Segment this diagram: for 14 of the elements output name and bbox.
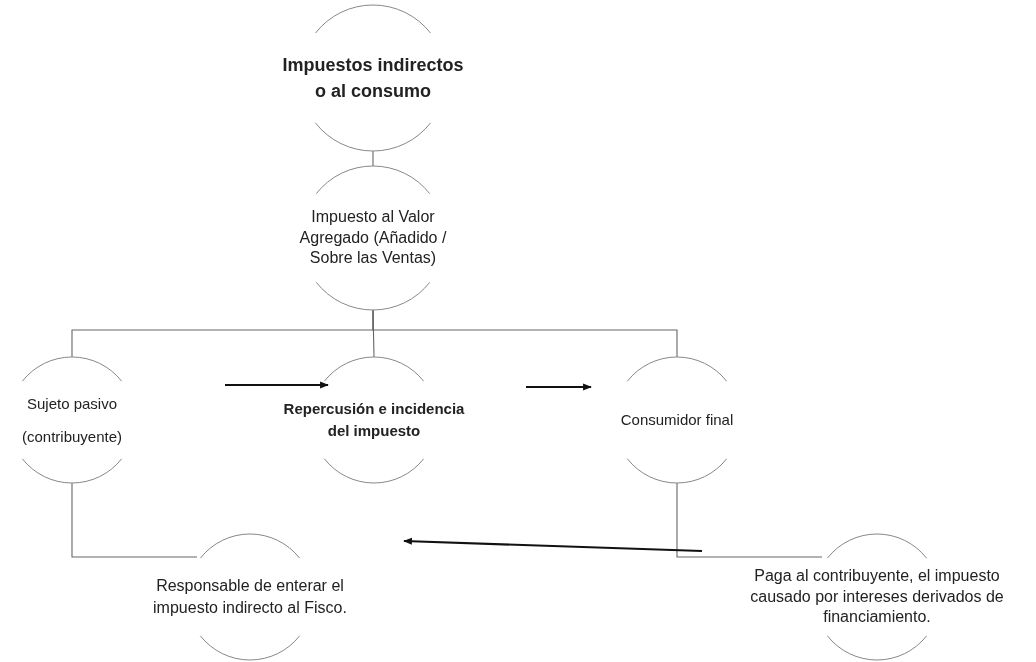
arrow — [403, 537, 703, 553]
node-text: Consumidor final — [620, 410, 734, 430]
connector-line — [372, 150, 374, 167]
connector-line — [676, 482, 823, 558]
connector-line — [372, 309, 678, 358]
node-text: Impuesto al Valor Agregado (Añadido / Sobre las Ventas) — [298, 206, 448, 269]
node-text: Impuestos indirectos o al consumo — [281, 53, 465, 103]
arrow — [526, 383, 592, 391]
node-text: Repercusión e incidencia del impuesto — [282, 398, 466, 441]
node-text: Responsable de enterar el impuesto indirecto al Fisco. — [152, 576, 348, 618]
arrow — [225, 381, 329, 389]
node-text: Sujeto pasivo (contribuyente) — [20, 394, 124, 447]
connector-line — [71, 482, 198, 558]
node-text: Paga al contribuyente, el impuesto causado por intereses derivados de financiamiento. — [749, 565, 1005, 628]
